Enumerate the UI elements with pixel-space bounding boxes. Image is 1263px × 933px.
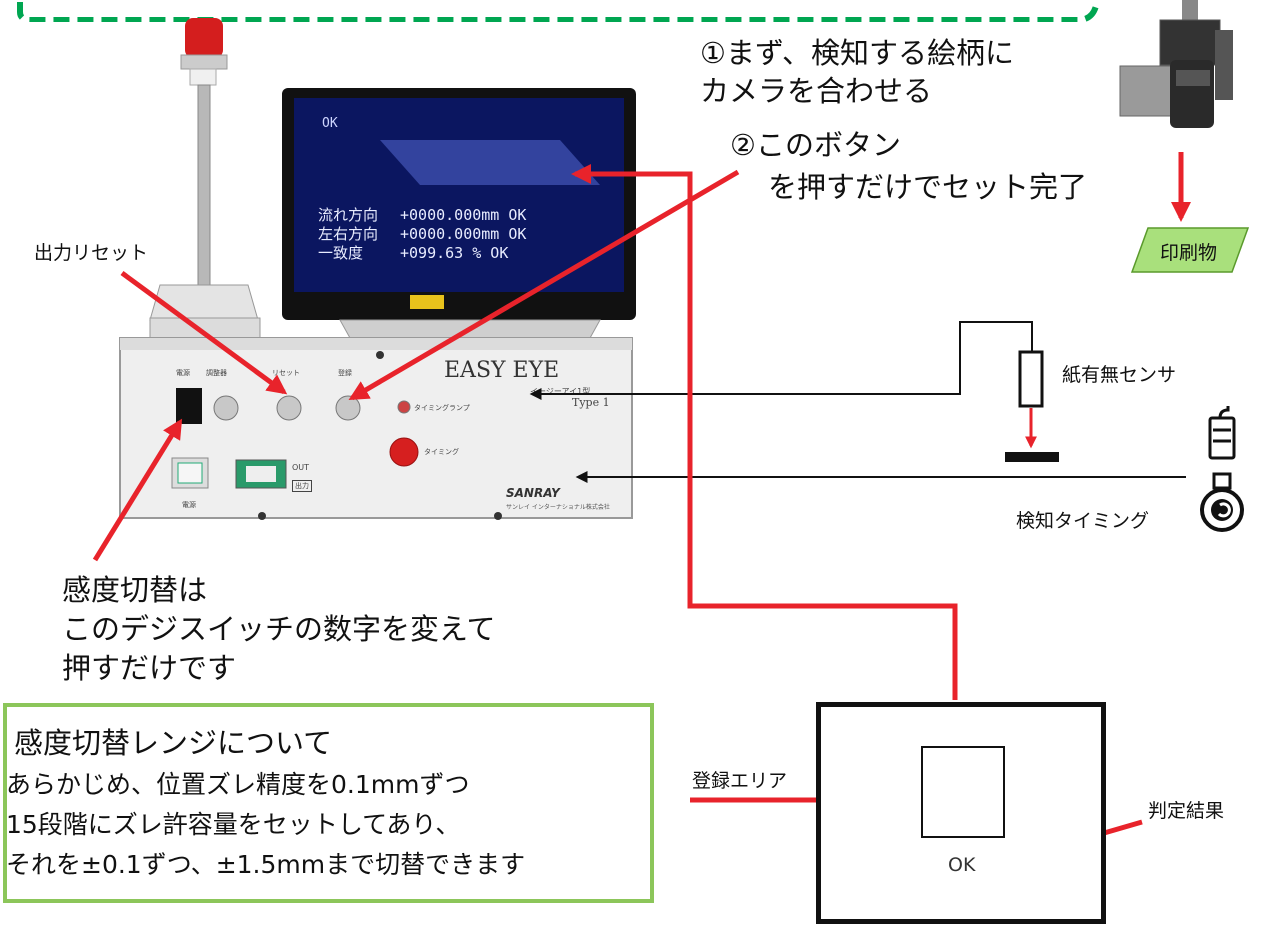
judgment-result-label: 判定結果 — [1148, 800, 1225, 822]
range-info-box — [3, 703, 654, 903]
step1-text: ①まず、検知する絵柄に カメラを合わせる — [700, 36, 1014, 108]
paper-sensor-icon — [1005, 350, 1059, 462]
device-maker-sub: サンレイ インターナショナル株式会社 — [506, 504, 610, 511]
ok-result-text: OK — [948, 854, 976, 876]
range-info-body: あらかじめ、位置ズレ精度を0.1mmずつ 15段階にズレ許容量をセットしてあり、… — [6, 770, 526, 879]
registered-area-box — [921, 746, 1005, 838]
device-brand: EASY EYE — [444, 358, 560, 383]
timing-sensor-icon — [1200, 406, 1244, 532]
range-info-title: 感度切替レンジについて — [14, 726, 333, 760]
monitor-row: 左右方向+0000.000mm OK — [318, 225, 527, 243]
camera-icon — [1119, 0, 1233, 128]
control-box-icon — [119, 337, 633, 520]
monitor-icon — [282, 88, 636, 339]
device-subtitle: イージーアイ1型 — [530, 387, 591, 396]
panel-label: 調整器 — [206, 369, 227, 377]
device-type: Type 1 — [572, 396, 610, 409]
panel-label: OUT — [292, 463, 310, 472]
step2-line2: を押すだけでセット完了 — [768, 170, 1088, 204]
registered-area-label: 登録エリア — [692, 770, 788, 792]
panel-label: 出力 — [292, 480, 312, 492]
panel-label: 電源 — [176, 369, 190, 377]
panel-label: タイミングランプ — [414, 404, 470, 412]
printed-matter-label: 印刷物 — [1160, 242, 1218, 264]
monitor-row: 一致度+099.63 % OK — [318, 244, 509, 262]
monitor-row: 流れ方向+0000.000mm OK — [318, 206, 527, 224]
panel-label: タイミング — [424, 448, 459, 456]
panel-label: 電源 — [182, 501, 196, 509]
printed-matter-shape — [1130, 227, 1250, 273]
output-reset-label: 出力リセット — [34, 242, 149, 264]
header-dashed-banner — [17, 2, 1099, 22]
sensitivity-note: 感度切替は このデジスイッチの数字を変えて 押すだけです — [62, 573, 496, 685]
equipment-photo — [119, 18, 636, 520]
panel-label: リセット — [272, 369, 300, 377]
detect-timing-label: 検知タイミング — [1016, 510, 1150, 532]
judgment-screen-box — [816, 702, 1106, 924]
monitor-readout: 流れ方向+0000.000mm OK 左右方向+0000.000mm OK 一致… — [318, 206, 526, 263]
monitor-status: OK — [322, 116, 338, 131]
step2-line1: ②このボタン — [730, 128, 901, 162]
paper-sensor-label: 紙有無センサ — [1062, 364, 1177, 386]
device-maker: SANRAY — [506, 486, 560, 500]
panel-label: 登録 — [338, 369, 352, 377]
